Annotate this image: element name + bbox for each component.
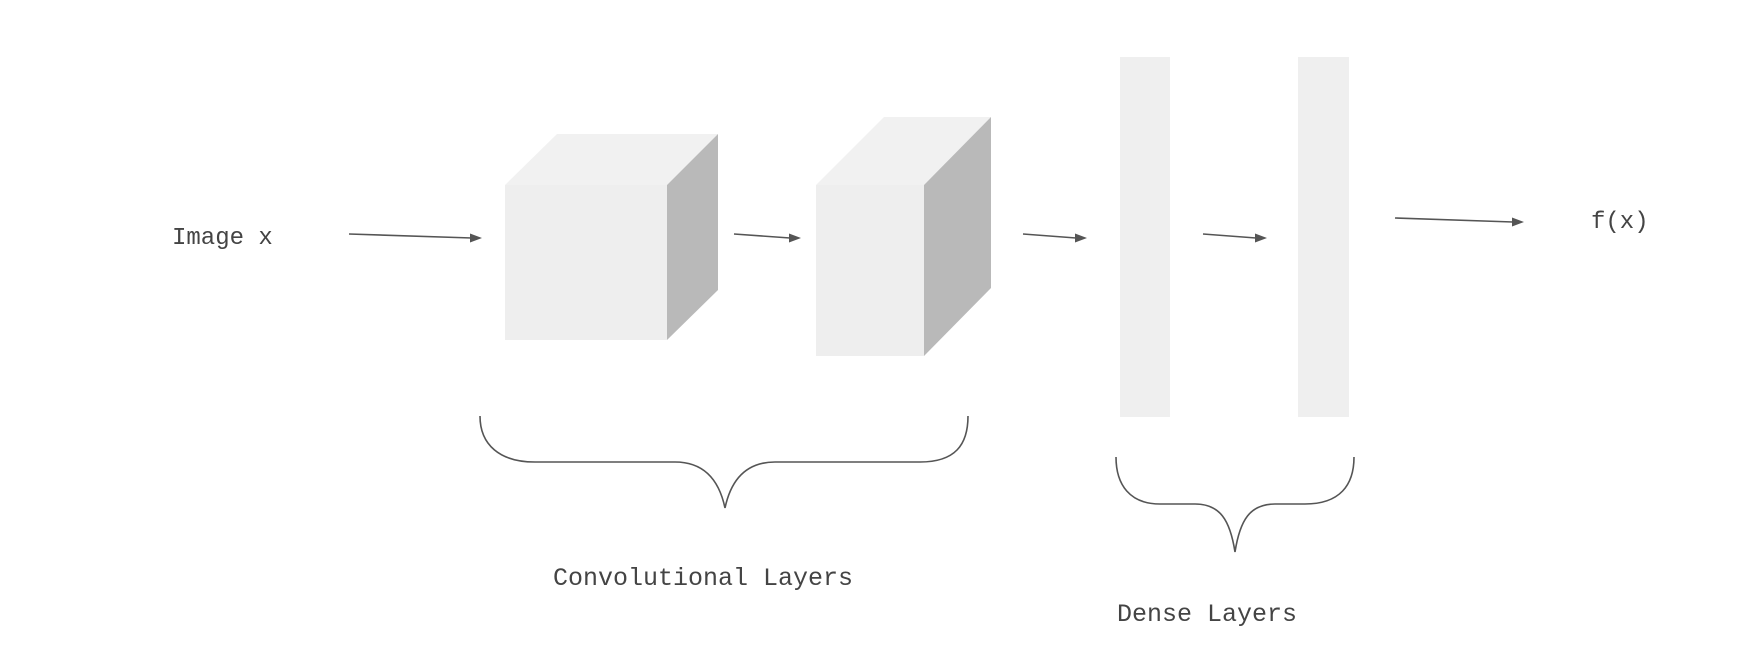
arrow-dense2-to-output xyxy=(1394,217,1524,227)
conv-layer-1-front-face xyxy=(505,185,667,340)
conv-layer-2-side-face xyxy=(924,117,991,356)
conv-layer-2 xyxy=(816,117,991,356)
output-label: f(x) xyxy=(1591,209,1649,236)
input-label: Image x xyxy=(172,225,273,252)
conv-layer-2-front-face xyxy=(816,185,924,356)
conv-layers-label: Convolutional Layers xyxy=(553,564,853,593)
arrow-dense1-to-dense2 xyxy=(1202,233,1267,243)
conv-layer-1-side-face xyxy=(667,134,718,340)
conv-layer-1 xyxy=(505,134,718,340)
conv-layer-2-top-face xyxy=(816,117,991,185)
dense-layers-label: Dense Layers xyxy=(1117,600,1297,629)
dense-layer-1 xyxy=(1120,57,1170,417)
arrow-input-to-conv1 xyxy=(348,233,482,243)
conv-layers-brace xyxy=(479,415,969,509)
dense-layer-2 xyxy=(1298,57,1349,417)
conv-layer-1-top-face xyxy=(505,134,718,185)
arrow-conv2-to-dense1 xyxy=(1022,233,1087,243)
dense-layers-brace xyxy=(1115,456,1355,553)
arrow-conv1-to-conv2 xyxy=(733,233,801,243)
